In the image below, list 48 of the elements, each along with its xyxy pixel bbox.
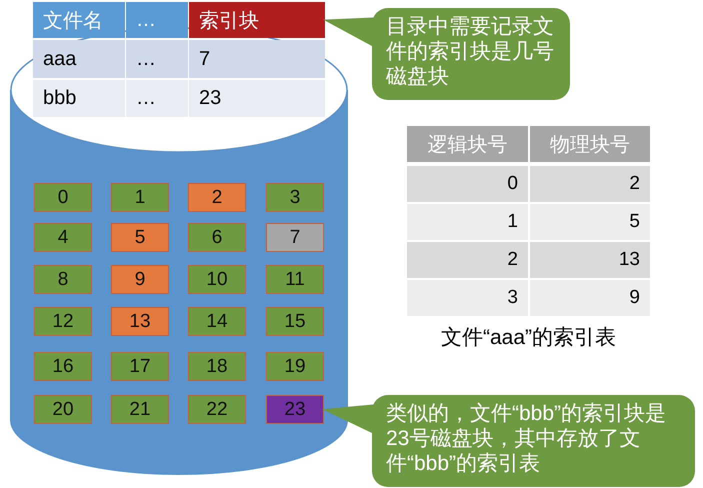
table-header-cell: 文件名 — [33, 2, 125, 38]
disk-block: 11 — [266, 265, 324, 294]
disk-block: 9 — [111, 265, 169, 294]
table-cell: 0 — [407, 166, 528, 202]
disk-block: 17 — [111, 352, 169, 381]
disk-block: 23 — [266, 395, 324, 424]
table-header-cell: 索引块 — [189, 2, 325, 38]
disk-block: 8 — [34, 265, 92, 294]
callout-pointer — [323, 17, 374, 47]
disk-block: 13 — [111, 307, 169, 336]
disk-block: 19 — [266, 352, 324, 381]
table-cell: 2 — [530, 166, 650, 202]
disk-block: 1 — [111, 183, 169, 212]
table-cell: … — [126, 40, 188, 78]
callout-bubble: 类似的，文件“bbb”的索引块是23号磁盘块，其中存放了文件“bbb”的索引表 — [372, 395, 695, 487]
table-cell: 9 — [530, 280, 650, 316]
table-cell: aaa — [33, 40, 125, 78]
disk-block: 2 — [188, 183, 246, 212]
disk-block: 20 — [34, 395, 92, 424]
disk-block: 7 — [266, 223, 324, 252]
table-cell: 13 — [530, 242, 650, 278]
disk-block: 15 — [266, 307, 324, 336]
table-header-cell: 物理块号 — [530, 126, 650, 162]
table-cell: 1 — [407, 204, 528, 240]
table-caption: 文件“aaa”的索引表 — [440, 325, 618, 351]
disk-block: 10 — [188, 265, 246, 294]
disk-block: 14 — [188, 307, 246, 336]
table-cell: … — [126, 80, 188, 117]
table-cell: 2 — [407, 242, 528, 278]
disk-block: 4 — [34, 223, 92, 252]
disk-block: 0 — [34, 183, 92, 212]
table-header-cell: 逻辑块号 — [407, 126, 528, 162]
callout-bubble: 目录中需要记录文件的索引块是几号磁盘块 — [372, 8, 570, 100]
disk-block: 3 — [266, 183, 324, 212]
table-cell: 23 — [189, 80, 325, 117]
disk-block: 22 — [188, 395, 246, 424]
table-header-cell: … — [126, 2, 188, 38]
disk-block: 6 — [188, 223, 246, 252]
disk-block: 16 — [34, 352, 92, 381]
disk-block: 21 — [111, 395, 169, 424]
table-cell: 5 — [530, 204, 650, 240]
callout-pointer — [322, 404, 374, 434]
table-cell: bbb — [33, 80, 125, 117]
table-cell: 3 — [407, 280, 528, 316]
disk-block: 5 — [111, 223, 169, 252]
disk-block: 18 — [188, 352, 246, 381]
disk-block: 12 — [34, 307, 92, 336]
table-cell: 7 — [189, 40, 325, 78]
